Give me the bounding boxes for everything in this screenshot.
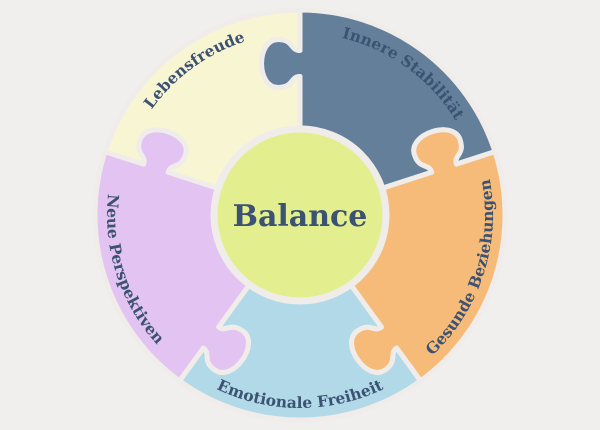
puzzle-pieces	[92, 7, 508, 423]
outer-ring-border	[93, 8, 507, 422]
center-circle	[210, 125, 390, 305]
center-label: Balance	[233, 199, 368, 234]
